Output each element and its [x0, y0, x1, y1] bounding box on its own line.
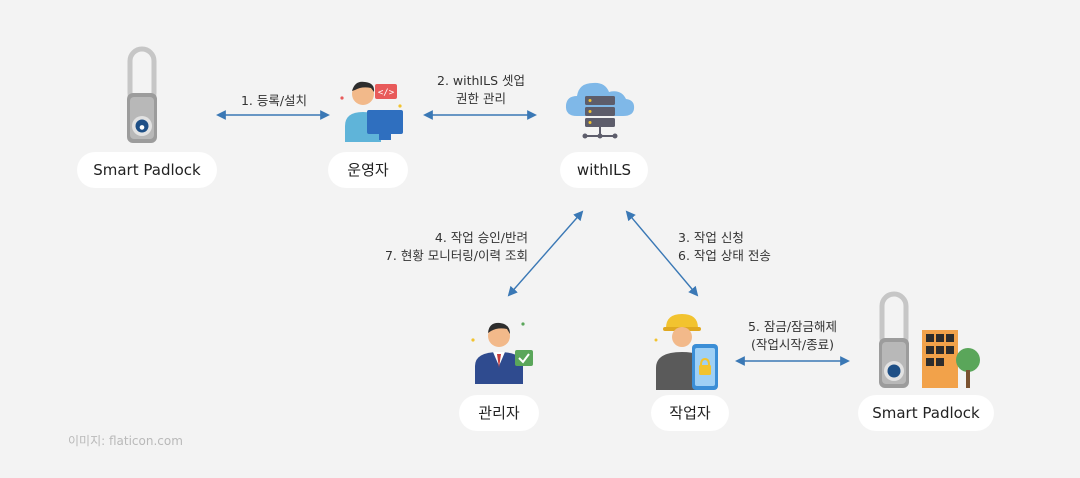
node-smart-padlock-left[interactable]: Smart Padlock	[77, 152, 217, 188]
arrow-server-worker	[625, 210, 699, 297]
svg-text:●: ●	[139, 124, 144, 131]
image-credit: 이미지: flaticon.com	[68, 434, 183, 448]
edge-label-line: (작업시작/종료)	[751, 337, 834, 352]
padlock-building-icon	[879, 291, 980, 388]
edge-label-request: 3. 작업 신청 6. 작업 상태 전송	[678, 229, 818, 265]
node-manager[interactable]: 관리자	[459, 395, 539, 431]
edge-label-line: 4. 작업 승인/반려	[434, 230, 528, 245]
edge-label-line: 7. 현황 모니터링/이력 조회	[384, 248, 528, 263]
node-smart-padlock-right[interactable]: Smart Padlock	[858, 395, 994, 431]
edge-label-line: 권한 관리	[456, 91, 506, 106]
arrow-server-manager	[507, 210, 584, 297]
padlock-icon: ●	[127, 46, 157, 143]
developer-icon: </>	[340, 81, 403, 142]
node-worker[interactable]: 작업자	[651, 395, 729, 431]
edge-label-line: 6. 작업 상태 전송	[678, 248, 771, 263]
node-operator[interactable]: 운영자	[328, 152, 408, 188]
worker-helmet-icon	[654, 314, 718, 390]
edge-label-register: 1. 등록/설치	[226, 92, 322, 110]
svg-text:</>: </>	[378, 88, 395, 98]
edge-label-line: 3. 작업 신청	[678, 230, 744, 245]
edge-label-setup: 2. withILS 셋업 권한 관리	[420, 72, 542, 108]
businessman-icon	[471, 322, 533, 384]
node-withils[interactable]: withILS	[560, 152, 648, 188]
cloud-server-icon	[565, 82, 635, 139]
edge-label-line: 2. withILS 셋업	[437, 73, 525, 88]
edge-label-lock: 5. 잠금/잠금해제 (작업시작/종료)	[730, 318, 855, 354]
edge-label-line: 1. 등록/설치	[240, 93, 308, 108]
edge-label-approve: 4. 작업 승인/반려 7. 현황 모니터링/이력 조회	[345, 229, 528, 265]
edge-label-line: 5. 잠금/잠금해제	[747, 319, 838, 334]
